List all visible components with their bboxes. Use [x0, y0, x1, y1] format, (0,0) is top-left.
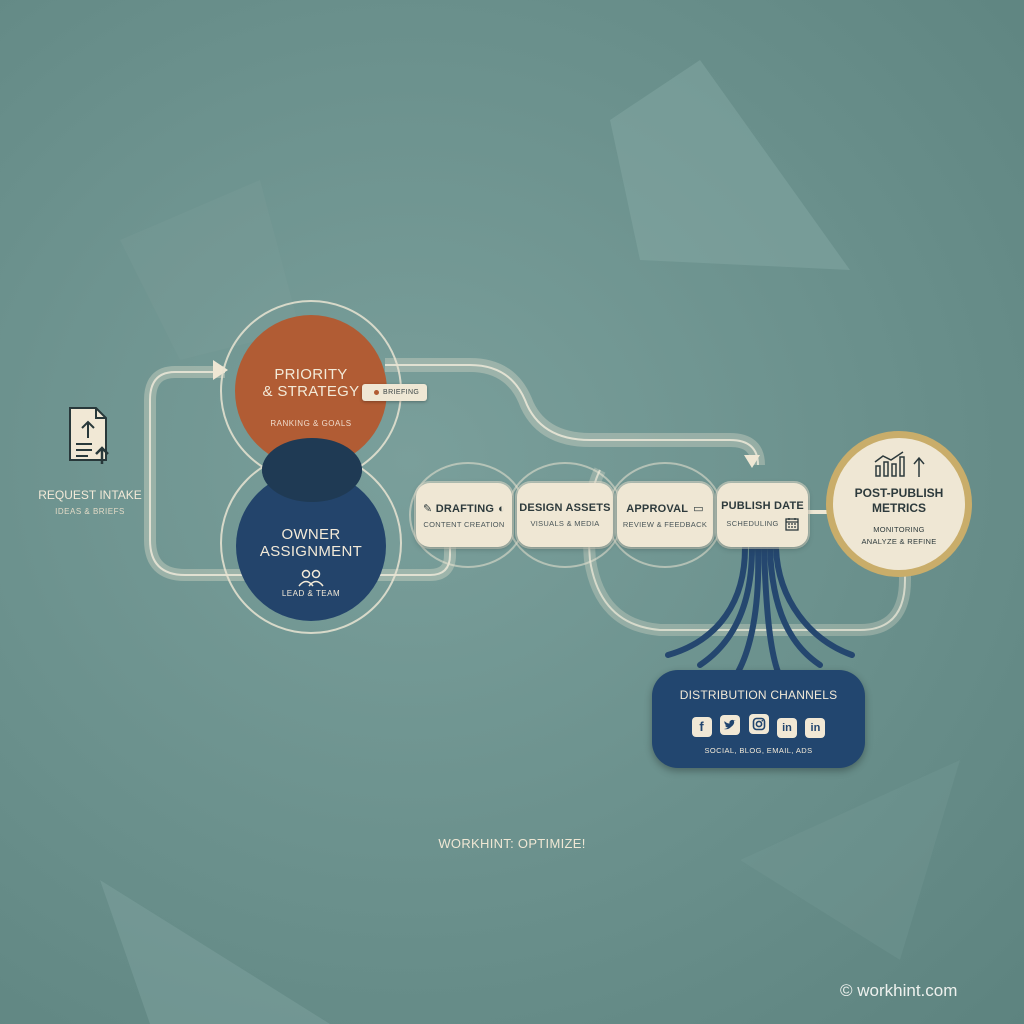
publish-date-title: PUBLISH DATE: [721, 499, 804, 512]
post-publish-metrics-node[interactable]: POST-PUBLISH METRICS MONITORING ANALYZE …: [835, 450, 963, 546]
publish-date-card[interactable]: PUBLISH DATE SCHEDULING: [717, 483, 808, 547]
approval-card[interactable]: APPROVAL ▭ REVIEW & FEEDBACK: [617, 483, 713, 547]
owner-circle-shape: [236, 471, 386, 621]
calendar-icon: [784, 517, 799, 531]
distribution-channels-panel[interactable]: DISTRIBUTION CHANNELS f in in SOCIAL, BL…: [652, 670, 865, 768]
priority-strategy-node[interactable]: PRIORITY & STRATEGY RANKING & GOALS: [240, 366, 382, 428]
distribution-subtitle: SOCIAL, BLOG, EMAIL, ADS: [704, 746, 813, 755]
request-intake-subtitle: IDEAS & BRIEFS: [55, 507, 125, 516]
post-publish-title: POST-PUBLISH METRICS: [854, 486, 944, 515]
twitter-icon[interactable]: [720, 715, 741, 735]
drafting-subtitle: CONTENT CREATION: [423, 519, 505, 529]
document-upload-icon: [69, 407, 109, 464]
linkedin-icon[interactable]: in: [805, 718, 826, 738]
design-assets-subtitle: VISUALS & MEDIA: [530, 519, 600, 528]
chat-icon: ▭: [693, 502, 704, 515]
copyright[interactable]: © workhint.com: [840, 981, 958, 1000]
tag-icon: [374, 390, 379, 395]
priority-title: PRIORITY & STRATEGY: [262, 366, 360, 401]
briefing-tag[interactable]: BRIEFING: [362, 384, 428, 401]
drafting-title: DRAFTING: [435, 502, 495, 515]
design-assets-title: DESIGN ASSETS: [519, 502, 611, 514]
people-icon: [298, 569, 324, 586]
flow-arrow: [744, 455, 760, 468]
priority-circle-shape: [235, 315, 387, 467]
palette-icon: ◐: [498, 502, 505, 515]
post-publish-subtitle-1: MONITORING: [873, 525, 925, 534]
owner-assignment-node[interactable]: OWNER ASSIGNMENT LEAD & TEAM: [240, 526, 382, 598]
briefing-tag-label: BRIEFING: [383, 389, 420, 396]
linkedin-icon[interactable]: in: [776, 718, 797, 738]
distribution-branches: [665, 545, 855, 675]
chart-growth-icon: [874, 451, 905, 477]
drafting-card[interactable]: ✎ DRAFTING◐ CONTENT CREATION: [416, 483, 512, 547]
priority-subtitle: RANKING & GOALS: [270, 418, 352, 428]
request-intake-title: REQUEST INTAKE: [38, 488, 142, 502]
arrow-up-icon: [913, 456, 925, 477]
post-publish-subtitle-2: ANALYZE & REFINE: [861, 537, 937, 546]
flow-arrow: [213, 360, 228, 380]
owner-subtitle: LEAD & TEAM: [281, 588, 341, 598]
design-assets-card[interactable]: DESIGN ASSETS VISUALS & MEDIA: [517, 483, 613, 547]
distribution-title: DISTRIBUTION CHANNELS: [679, 688, 838, 702]
social-icons-row: f in in: [652, 714, 865, 738]
request-intake-node[interactable]: REQUEST INTAKE IDEAS & BRIEFS: [30, 404, 150, 516]
approval-title: APPROVAL: [626, 502, 689, 515]
publish-date-subtitle: SCHEDULING: [726, 519, 779, 528]
instagram-icon[interactable]: [748, 714, 769, 734]
pencil-icon: ✎: [423, 502, 436, 515]
approval-subtitle: REVIEW & FEEDBACK: [622, 519, 708, 529]
tagline: WORKHINT: OPTIMIZE!: [438, 836, 586, 851]
facebook-icon[interactable]: f: [691, 716, 712, 737]
owner-title: OWNER ASSIGNMENT: [259, 526, 363, 561]
